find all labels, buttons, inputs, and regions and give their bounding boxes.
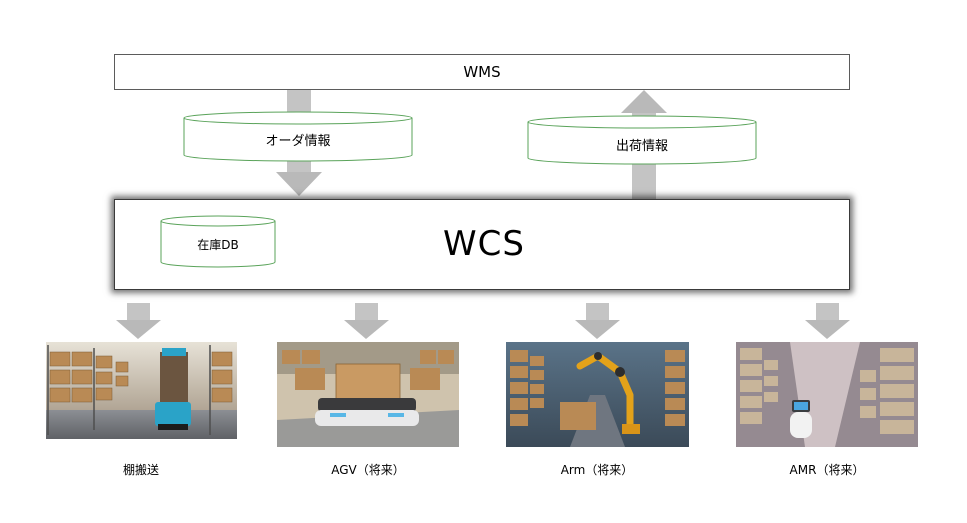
device-caption-amr: AMR（将来） xyxy=(789,463,865,477)
order-info-label: オーダ情報 xyxy=(265,134,331,149)
device-caption-shelf: 棚搬送 xyxy=(122,463,159,477)
arrow-to-amr xyxy=(805,303,850,339)
agv-carrying-box-photo xyxy=(277,342,459,447)
inventory-db-cylinder xyxy=(160,215,276,268)
wcs-box xyxy=(114,199,850,290)
wms-box: WMS xyxy=(114,54,850,90)
wcs-label: WCS xyxy=(443,224,525,264)
device-caption-agv: AGV（将来） xyxy=(331,463,405,477)
order-info-cylinder xyxy=(183,111,413,162)
device-caption-arm: Arm（将来） xyxy=(560,463,634,477)
shelf-transport-robot-photo xyxy=(46,342,237,439)
arrow-to-arm xyxy=(575,303,620,339)
wms-label: WMS xyxy=(463,63,501,81)
amr-warehouse-aisle-photo xyxy=(736,342,918,447)
robot-arm-warehouse-photo xyxy=(506,342,689,447)
shipping-info-label: 出荷情報 xyxy=(615,139,668,154)
shipping-info-cylinder xyxy=(527,115,757,165)
arrow-to-shelf xyxy=(116,303,161,339)
inventory-db-label: 在庫DB xyxy=(197,238,239,252)
arrow-to-agv xyxy=(344,303,389,339)
